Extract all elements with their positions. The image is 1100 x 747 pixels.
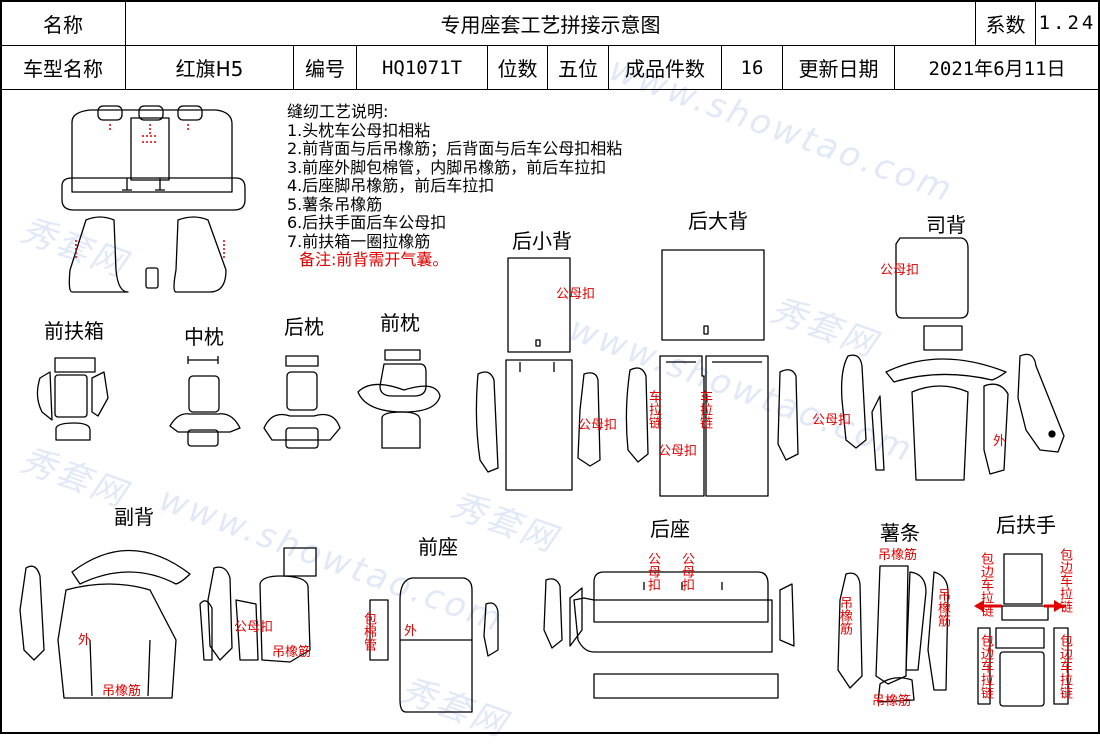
section-rear-big-back: 后大背 [688,209,748,233]
note-item: 6.后扶手面后车公母扣 [287,213,447,232]
annotation-elastic: 吊橡筋 [878,548,918,563]
annotation-edge-zipper: 包边车拉链 [978,552,993,617]
section-front-seat: 前座 [418,535,458,559]
rear-seat-pieces [543,571,795,699]
annotation-zipper: 车拉链 [646,390,661,429]
notes-title: 缝纫工艺说明: [287,102,389,121]
model-value: 红旗H5 [125,45,294,90]
annotation-zipper: 车拉链 [697,390,712,429]
rear-small-back-pieces [475,257,601,491]
sewing-notes: 缝纫工艺说明: 1.头枕车公母扣相粘 2.前背面与后吊橡筋；后背面与后车公母扣相… [287,102,623,270]
front-pillow-pieces [357,349,441,449]
middle-pillow-pieces [169,356,241,447]
annotation-outer: 外 [993,434,1007,449]
annotation-snap: 公母扣 [658,444,698,459]
annotation-edge-zipper: 包边车拉链 [1057,634,1072,699]
fries-pieces [837,565,949,703]
section-rear-small-back: 后小背 [512,229,572,253]
date-label: 更新日期 [782,45,895,90]
rear-armrest-pieces [977,553,1069,707]
section-rear-pillow: 后枕 [284,315,324,339]
section-fries: 薯条 [880,521,920,545]
front-seat-pieces [369,577,499,713]
annotation-snap: 公母扣 [645,552,660,591]
annotation-elastic: 吊橡筋 [872,694,912,709]
section-driver-back: 司背 [926,213,966,237]
annotation-snap: 公母扣 [880,263,920,278]
seats-value: 五位 [547,45,609,90]
driver-back-pieces [840,237,1065,481]
section-front-armrest-box: 前扶箱 [44,319,104,343]
annotation-snap: 公母扣 [578,418,618,433]
annotation-elastic: 吊橡筋 [272,645,312,660]
notes-remark: 备注:前背需开气囊。 [299,250,449,269]
section-passenger-back: 副背 [114,505,154,529]
annotation-snap: 公母扣 [234,620,274,635]
note-item: 4.后座脚吊橡筋，前后车拉扣 [287,176,495,195]
annotation-outer: 外 [404,624,418,639]
header-table: 名称 专用座套工艺拼接示意图 系数 1.24 车型名称 红旗H5 编号 HQ10… [0,0,1100,90]
section-middle-pillow: 中枕 [184,325,224,349]
rear-pillow-pieces [263,355,341,449]
section-rear-seat: 后座 [650,517,690,541]
note-item: 7.前扶箱一圈拉橡筋 [287,231,431,251]
annotation-snap: 公母扣 [556,287,596,302]
note-item: 3.前座外脚包棉管，内脚吊橡筋，前后车拉扣 [287,157,607,177]
annotation-elastic: 吊橡筋 [102,684,142,699]
annotation-snap: 公母扣 [812,413,852,428]
annotation-cotton-tube: 包棉管 [361,612,376,651]
annotation-edge-zipper: 包边车拉链 [1057,548,1072,613]
note-item: 5.薯条吊橡筋 [287,194,383,214]
passenger-back-pieces [19,547,317,699]
annotation-outer: 外 [78,633,92,648]
section-front-pillow: 前枕 [380,311,420,335]
note-item: 2.前背面与后吊橡筋；后背面与后车公母扣相粘 [287,139,623,158]
code-label: 编号 [293,45,357,90]
rear-big-back-pieces [625,249,799,497]
annotation-edge-zipper: 包边车拉链 [978,634,993,699]
annotation-snap: 公母扣 [679,552,694,591]
annotation-elastic: 吊橡筋 [935,588,950,627]
front-armrest-box-pieces [36,357,109,441]
section-rear-armrest: 后扶手 [996,513,1056,537]
annotation-elastic: 吊橡筋 [837,596,852,635]
note-item: 1.头枕车公母扣相粘 [287,120,431,140]
seat-overview-drawing [61,105,246,293]
